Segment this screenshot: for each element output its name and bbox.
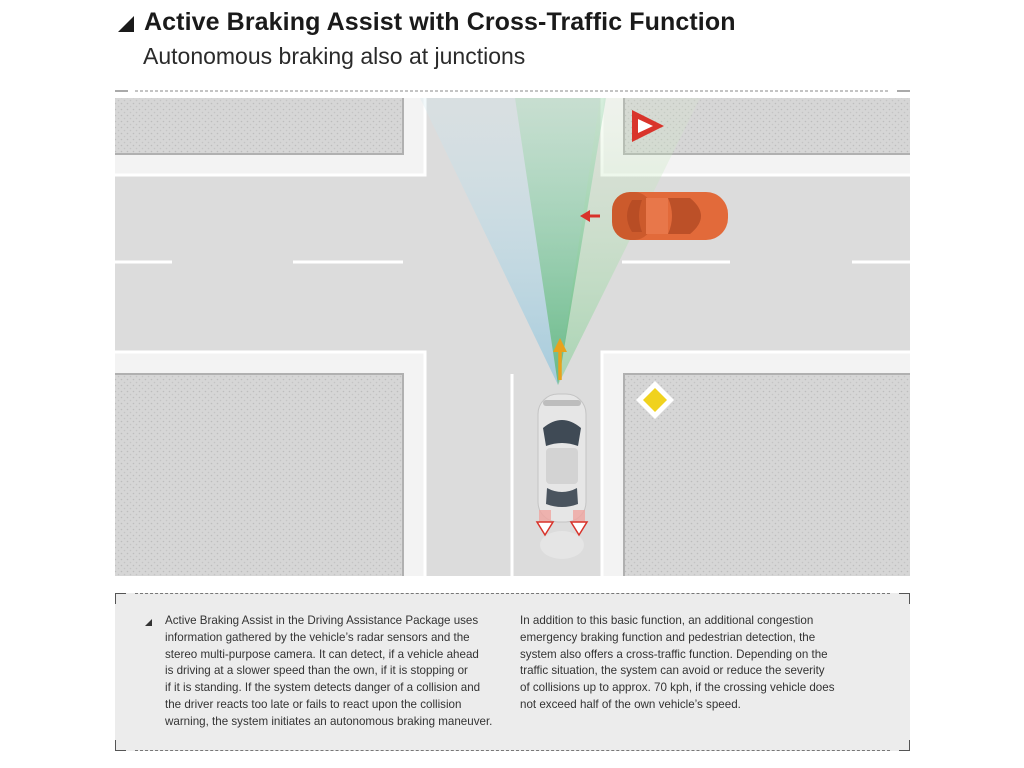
paragraph-marker-icon bbox=[145, 619, 152, 626]
block-top-left bbox=[115, 98, 403, 154]
title-row: Active Braking Assist with Cross-Traffic… bbox=[118, 8, 918, 37]
ego-forward-arrow-icon bbox=[553, 338, 567, 380]
priority-road-diamond-sign-icon bbox=[636, 381, 674, 419]
title-marker-icon bbox=[118, 15, 134, 32]
cross-traffic-arrow-icon bbox=[580, 210, 600, 222]
crossing-car bbox=[612, 192, 728, 240]
page-subtitle: Autonomous braking also at junctions bbox=[143, 43, 526, 69]
intersection-diagram bbox=[115, 90, 910, 576]
header: Active Braking Assist with Cross-Traffic… bbox=[118, 8, 918, 70]
block-bottom-right bbox=[624, 374, 910, 576]
yield-triangle-sign-icon bbox=[632, 110, 664, 142]
camera-beam bbox=[515, 98, 606, 385]
page-title: Active Braking Assist with Cross-Traffic… bbox=[144, 8, 736, 36]
description-right: In addition to this basic function, an a… bbox=[520, 614, 835, 711]
description-panel: Active Braking Assist in the Driving Ass… bbox=[115, 593, 910, 751]
ego-car bbox=[537, 393, 587, 559]
lane-markings bbox=[115, 260, 910, 576]
brake-arrows-icon bbox=[535, 510, 589, 537]
block-bottom-left bbox=[115, 374, 403, 576]
description-left: Active Braking Assist in the Driving Ass… bbox=[165, 614, 493, 728]
